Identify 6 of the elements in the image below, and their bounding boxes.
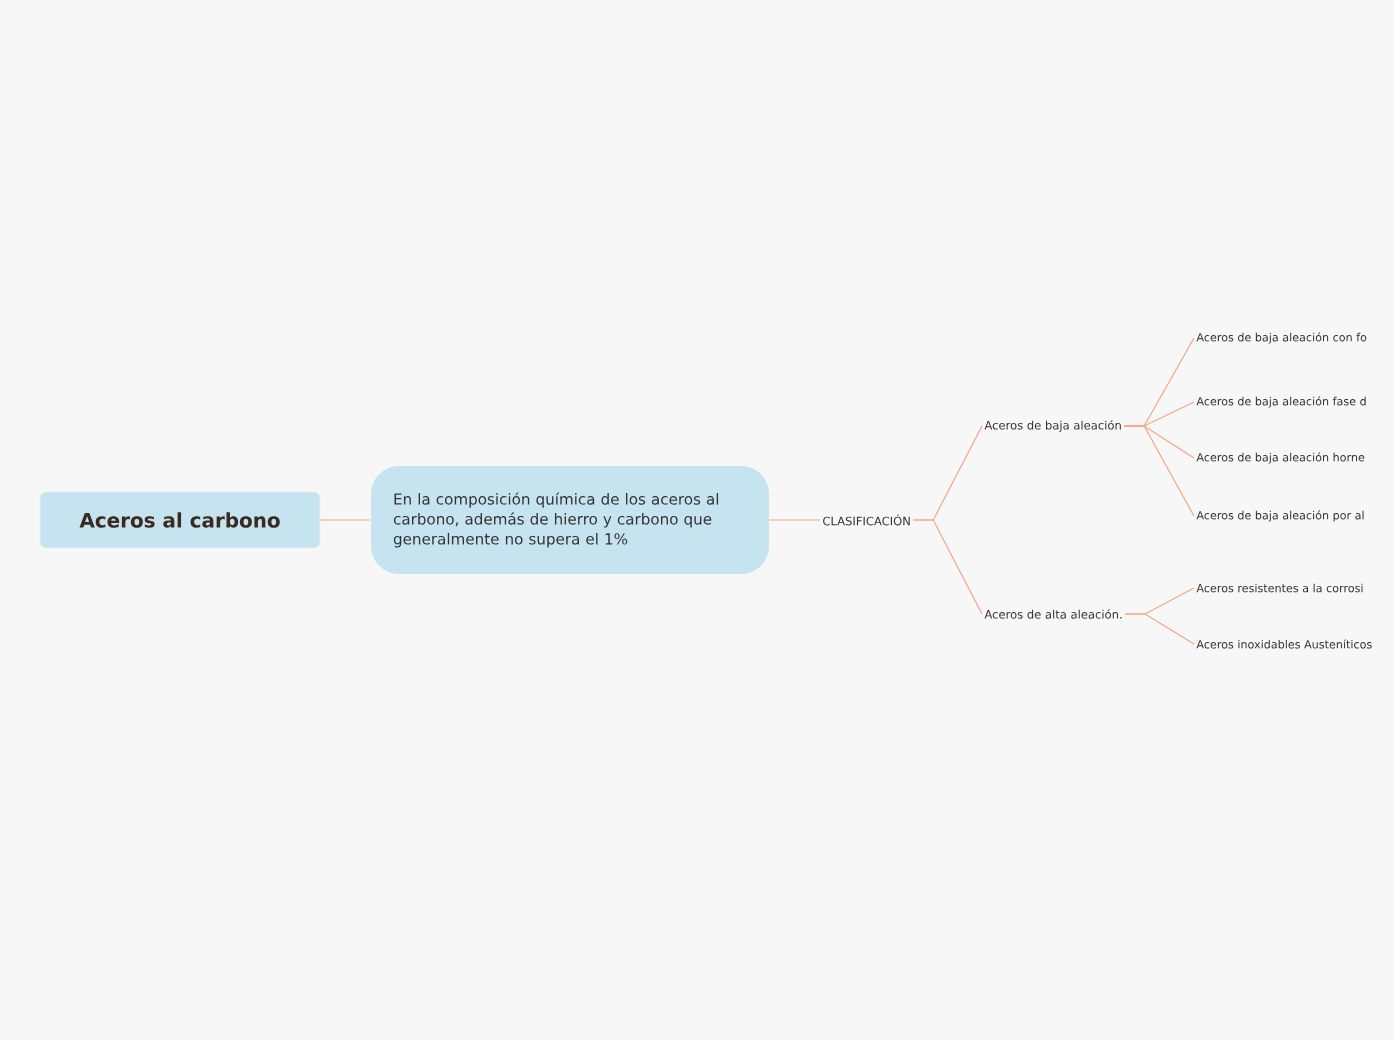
connector-line [1123,425,1195,517]
connector-line [319,519,372,521]
central-topic-box: Aceros al carbono [39,491,321,549]
connector-line [1124,613,1195,645]
connector-line [912,519,983,615]
connector-line [768,519,821,521]
